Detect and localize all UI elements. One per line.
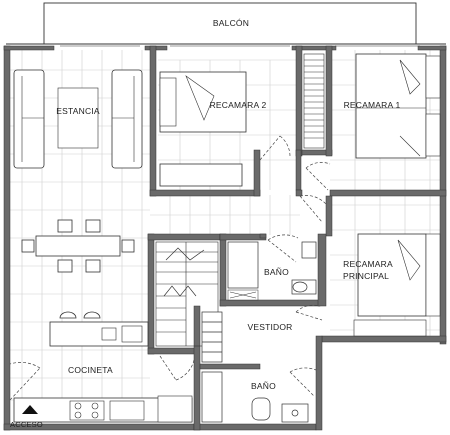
sink <box>101 327 117 341</box>
label-master-bedroom-line1: RECAMARA <box>343 259 393 269</box>
label-kitchenette: COCINETA <box>68 365 113 375</box>
fridge <box>157 395 193 423</box>
coffee-table <box>57 87 99 149</box>
door-bathroom-small <box>289 367 317 397</box>
bed-master <box>357 233 427 317</box>
label-bathroom-main: BAÑO <box>264 267 289 277</box>
bathroom-main <box>227 241 317 301</box>
sofa-left <box>13 69 45 169</box>
stove <box>69 400 105 421</box>
label-bathroom-small: BAÑO <box>251 381 276 391</box>
label-balcony: BALCÓN <box>213 18 249 28</box>
dining-set <box>21 219 135 273</box>
door-corridor <box>159 355 195 381</box>
living-room <box>13 69 143 169</box>
sofa-right <box>111 69 143 169</box>
shower <box>227 241 259 289</box>
entrance-arrow-icon <box>22 405 38 414</box>
door-bathroom-main <box>267 234 299 263</box>
door-bedroom-1 <box>305 162 331 191</box>
shower-small <box>201 371 223 423</box>
dining-table <box>35 235 121 257</box>
door-walk-in-closet <box>295 304 323 321</box>
toilet-small <box>251 397 271 421</box>
walk-in-closet <box>201 311 223 363</box>
label-walk-in-closet: VESTIDOR <box>247 322 292 332</box>
bedroom-1 <box>355 53 441 159</box>
bedroom-2 <box>159 71 247 187</box>
entrance-door <box>9 362 41 401</box>
sink-bath <box>301 241 317 259</box>
door-master-bedroom <box>299 195 327 223</box>
label-bedroom-1: RECAMARA 1 <box>344 100 401 110</box>
label-bedroom-2: RECAMARA 2 <box>210 100 267 110</box>
balcony <box>6 2 446 47</box>
master-bedroom <box>353 233 441 337</box>
kitchenette <box>13 311 193 423</box>
label-master-bedroom-line2: PRINCIPAL <box>343 271 389 281</box>
closet-strip <box>303 53 325 149</box>
bathroom-small <box>201 371 309 423</box>
wardrobe-bedroom-2 <box>159 163 243 187</box>
label-living-room: ESTANCIA <box>56 106 100 116</box>
bed-bedroom-1 <box>355 53 427 159</box>
label-entrance: ACCESO <box>10 420 43 429</box>
walls <box>3 45 447 431</box>
staircase <box>155 241 219 347</box>
door-bedroom-2 <box>259 135 291 161</box>
